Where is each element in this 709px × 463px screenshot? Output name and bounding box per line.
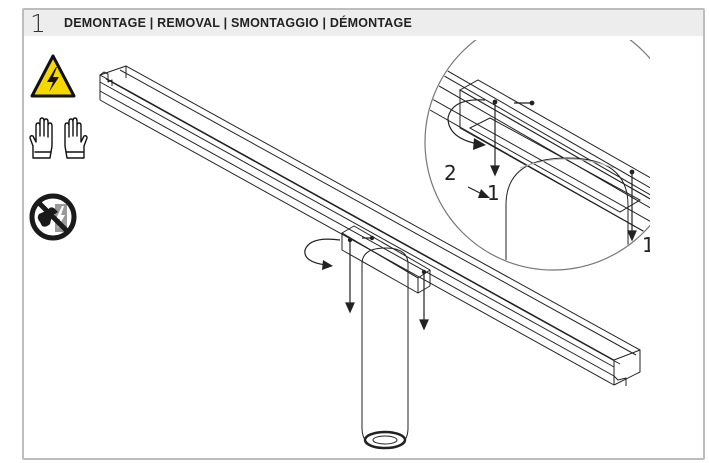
protective-gloves-icon [29, 117, 88, 159]
step-title: DEMONTAGE | REMOVAL | SMONTAGGIO | DÉMON… [64, 16, 412, 30]
callout-label-1: 1 [487, 181, 500, 205]
no-touch-live-parts-icon [29, 193, 77, 241]
step-header [24, 10, 703, 36]
callout-label-2: 2 [444, 161, 457, 185]
step-number: 1 [30, 9, 46, 38]
electric-hazard-warning-icon [30, 54, 76, 98]
track-rail-drawing: 2 1 1 [99, 40, 650, 450]
step-frame [22, 8, 705, 460]
callout-label-1b: 1 [642, 233, 650, 257]
